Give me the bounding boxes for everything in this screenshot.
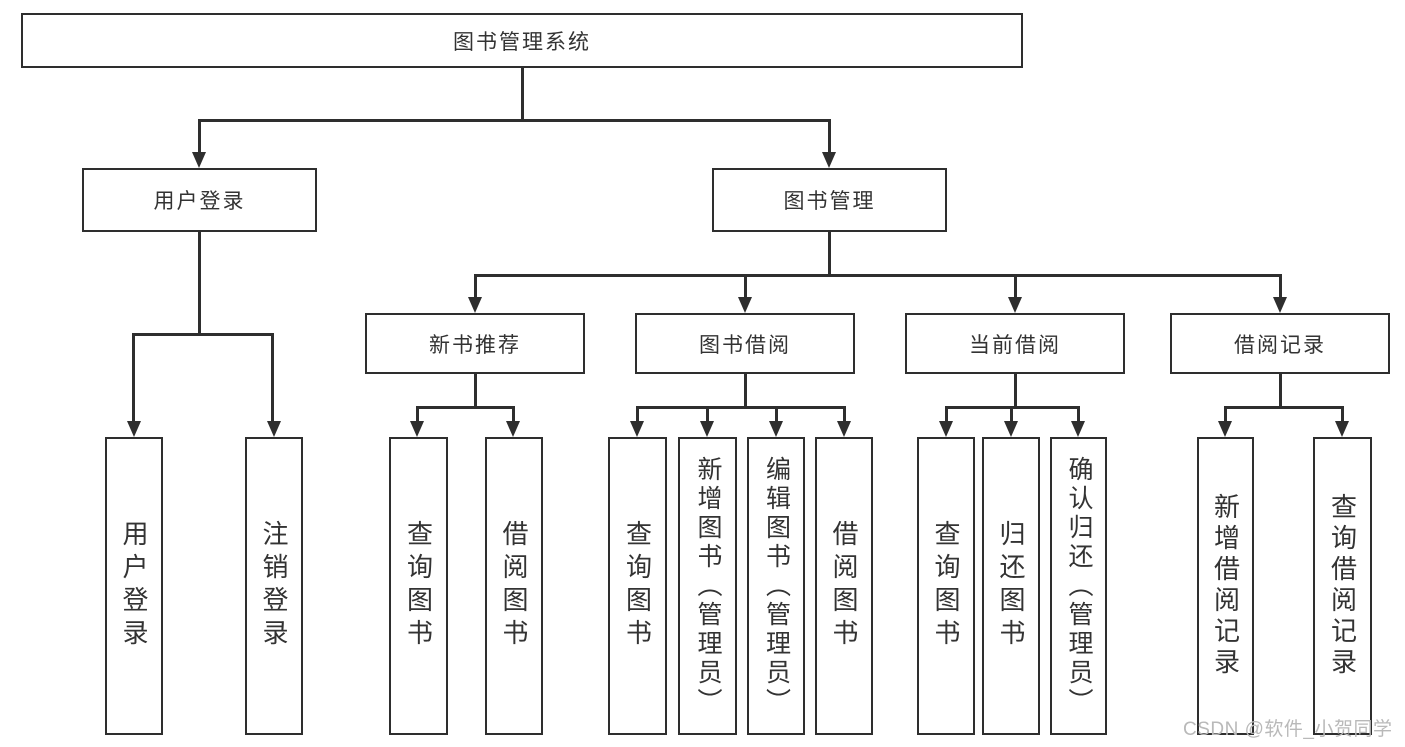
node-book-borrowing: 图书借阅	[635, 313, 855, 374]
connector-vline	[1010, 406, 1013, 424]
leaf-records-add-record-label: 新增借阅记录	[1210, 493, 1241, 679]
leaf-borrowing-query-books: 查询图书	[608, 437, 667, 735]
leaf-current-query-books-label: 查询图书	[931, 520, 961, 652]
arrow-down-icon	[267, 421, 281, 437]
connector-vline	[416, 406, 419, 424]
connector-vline	[1341, 406, 1344, 424]
leaf-newbook-query-books-label: 查询图书	[403, 520, 434, 652]
leaf-current-query-books: 查询图书	[917, 437, 975, 735]
leaf-borrowing-edit-books-admin: 编辑图书（管理员）	[747, 437, 805, 735]
leaf-newbook-query-books: 查询图书	[389, 437, 448, 735]
leaf-current-return-books-label: 归还图书	[996, 520, 1026, 652]
arrow-down-icon	[837, 421, 851, 437]
leaf-borrowing-add-books-admin: 新增图书（管理员）	[678, 437, 737, 735]
connector-vline	[1014, 274, 1017, 302]
node-user-login: 用户登录	[82, 168, 317, 232]
connector-hline	[198, 119, 830, 122]
arrow-down-icon	[506, 421, 520, 437]
leaf-borrowing-borrow-books: 借阅图书	[815, 437, 873, 735]
node-current-borrowing-label: 当前借阅	[969, 333, 1061, 357]
arrow-down-icon	[410, 421, 424, 437]
node-borrowing-records-label: 借阅记录	[1234, 333, 1326, 357]
connector-hline	[132, 333, 274, 336]
node-user-login-label: 用户登录	[153, 190, 246, 213]
connector-vline	[828, 119, 831, 155]
node-new-book-recommend: 新书推荐	[365, 313, 585, 374]
connector-vline	[945, 406, 948, 424]
leaf-logout: 注销登录	[245, 437, 303, 735]
node-current-borrowing: 当前借阅	[905, 313, 1125, 374]
connector-vline	[636, 406, 639, 424]
leaf-borrowing-edit-books-admin-label: 编辑图书（管理员）	[762, 455, 791, 717]
connector-vline	[744, 374, 747, 408]
connector-vline	[198, 119, 201, 155]
node-root: 图书管理系统	[21, 13, 1023, 68]
arrow-down-icon	[939, 421, 953, 437]
leaf-user-login-label: 用户登录	[119, 520, 149, 652]
leaf-borrowing-query-books-label: 查询图书	[622, 520, 653, 652]
connector-vline	[1077, 406, 1080, 424]
arrow-down-icon	[1008, 297, 1022, 313]
connector-vline	[744, 274, 747, 302]
leaf-records-query-record: 查询借阅记录	[1313, 437, 1372, 735]
arrow-down-icon	[1071, 421, 1085, 437]
arrow-down-icon	[1218, 421, 1232, 437]
leaf-user-login: 用户登录	[105, 437, 163, 735]
connector-vline	[1014, 374, 1017, 408]
connector-hline	[474, 274, 1281, 277]
connector-vline	[1224, 406, 1227, 424]
connector-vline	[828, 232, 831, 276]
connector-vline	[474, 374, 477, 408]
connector-vline	[271, 333, 274, 425]
arrow-down-icon	[127, 421, 141, 437]
connector-vline	[132, 333, 135, 425]
connector-vline	[521, 68, 524, 120]
node-new-book-recommend-label: 新书推荐	[429, 333, 521, 357]
connector-vline	[775, 406, 778, 424]
arrow-down-icon	[1004, 421, 1018, 437]
arrow-down-icon	[1273, 297, 1287, 313]
connector-vline	[512, 406, 515, 424]
leaf-borrowing-add-books-admin-label: 新增图书（管理员）	[694, 455, 722, 717]
leaf-current-return-books: 归还图书	[982, 437, 1040, 735]
connector-vline	[1279, 374, 1282, 408]
arrow-down-icon	[468, 297, 482, 313]
connector-hline	[416, 406, 514, 409]
leaf-borrowing-borrow-books-label: 借阅图书	[829, 520, 859, 652]
connector-vline	[706, 406, 709, 424]
connector-vline	[843, 406, 846, 424]
connector-vline	[198, 232, 201, 335]
leaf-current-confirm-return-admin-label: 确认归还（管理员）	[1065, 455, 1093, 717]
node-book-management-label: 图书管理	[783, 190, 876, 213]
csdn-watermark: CSDN @软件_小贺同学	[1183, 719, 1393, 740]
arrow-down-icon	[630, 421, 644, 437]
leaf-newbook-borrow-books: 借阅图书	[485, 437, 543, 735]
leaf-logout-label: 注销登录	[259, 520, 289, 652]
node-book-borrowing-label: 图书借阅	[699, 333, 791, 357]
arrow-down-icon	[822, 152, 836, 168]
arrow-down-icon	[700, 421, 714, 437]
leaf-newbook-borrow-books-label: 借阅图书	[499, 520, 529, 652]
connector-vline	[474, 274, 477, 302]
node-root-label: 图书管理系统	[453, 30, 591, 54]
leaf-records-add-record: 新增借阅记录	[1197, 437, 1254, 735]
arrow-down-icon	[769, 421, 783, 437]
connector-vline	[1279, 274, 1282, 302]
connector-hline	[636, 406, 845, 409]
connector-hline	[1224, 406, 1343, 409]
arrow-down-icon	[192, 152, 206, 168]
leaf-records-query-record-label: 查询借阅记录	[1327, 493, 1358, 679]
arrow-down-icon	[1335, 421, 1349, 437]
node-borrowing-records: 借阅记录	[1170, 313, 1390, 374]
arrow-down-icon	[738, 297, 752, 313]
leaf-current-confirm-return-admin: 确认归还（管理员）	[1050, 437, 1107, 735]
node-book-management: 图书管理	[712, 168, 947, 232]
